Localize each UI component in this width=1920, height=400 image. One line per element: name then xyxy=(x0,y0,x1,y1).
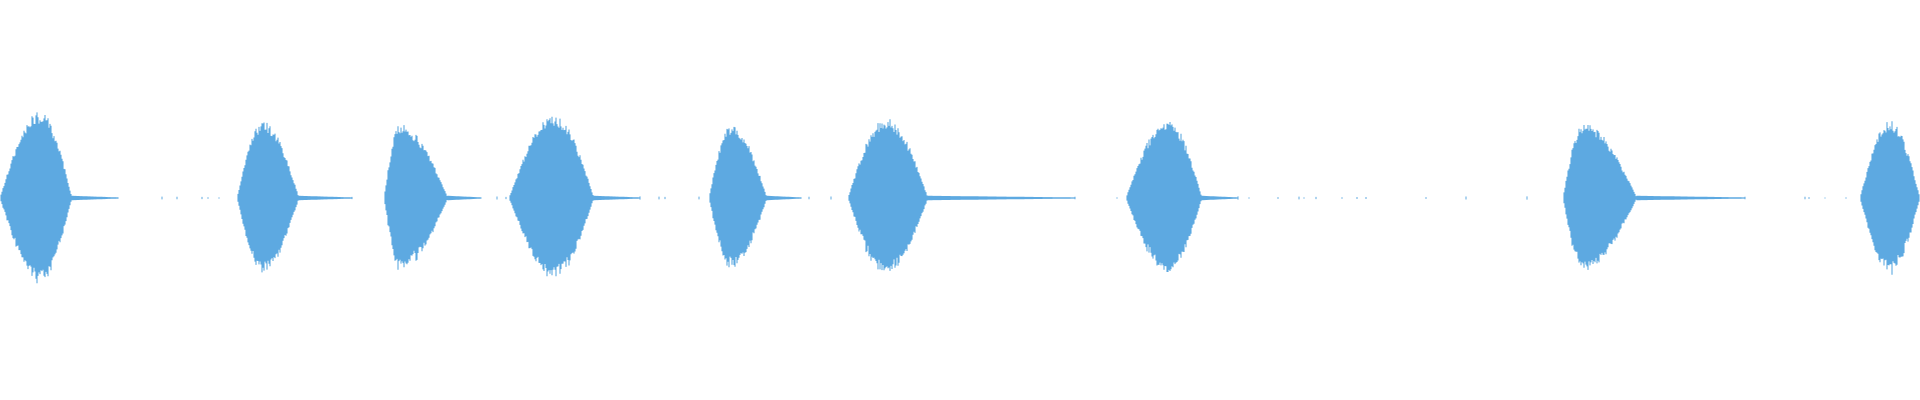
waveform-burst xyxy=(237,122,352,273)
burst-envelope xyxy=(1563,125,1637,270)
burst-envelope xyxy=(384,125,448,270)
waveform-burst xyxy=(848,119,1075,271)
burst-tail xyxy=(766,195,801,201)
burst-tail xyxy=(927,195,1075,201)
burst-envelope xyxy=(0,112,72,284)
waveform-burst xyxy=(1563,125,1745,270)
burst-envelope xyxy=(709,126,767,268)
burst-envelope xyxy=(237,122,299,273)
burst-tail xyxy=(593,195,640,201)
burst-envelope xyxy=(509,116,594,277)
waveform-bursts xyxy=(0,112,1920,284)
waveform-noise-ticks xyxy=(117,196,1847,200)
waveform-burst xyxy=(709,126,801,268)
burst-envelope xyxy=(1860,121,1920,275)
burst-envelope xyxy=(848,119,928,271)
burst-tail xyxy=(71,195,118,201)
burst-tail xyxy=(1636,195,1745,201)
burst-envelope xyxy=(1126,122,1202,272)
waveform-burst xyxy=(1126,122,1238,272)
waveform-burst xyxy=(1860,121,1920,275)
burst-tail xyxy=(447,195,482,201)
waveform-burst xyxy=(0,112,118,284)
noise-tick xyxy=(117,196,1847,200)
waveform-burst xyxy=(509,116,640,277)
waveform-burst xyxy=(384,125,482,270)
burst-tail xyxy=(298,195,352,201)
burst-tail xyxy=(1201,195,1238,201)
